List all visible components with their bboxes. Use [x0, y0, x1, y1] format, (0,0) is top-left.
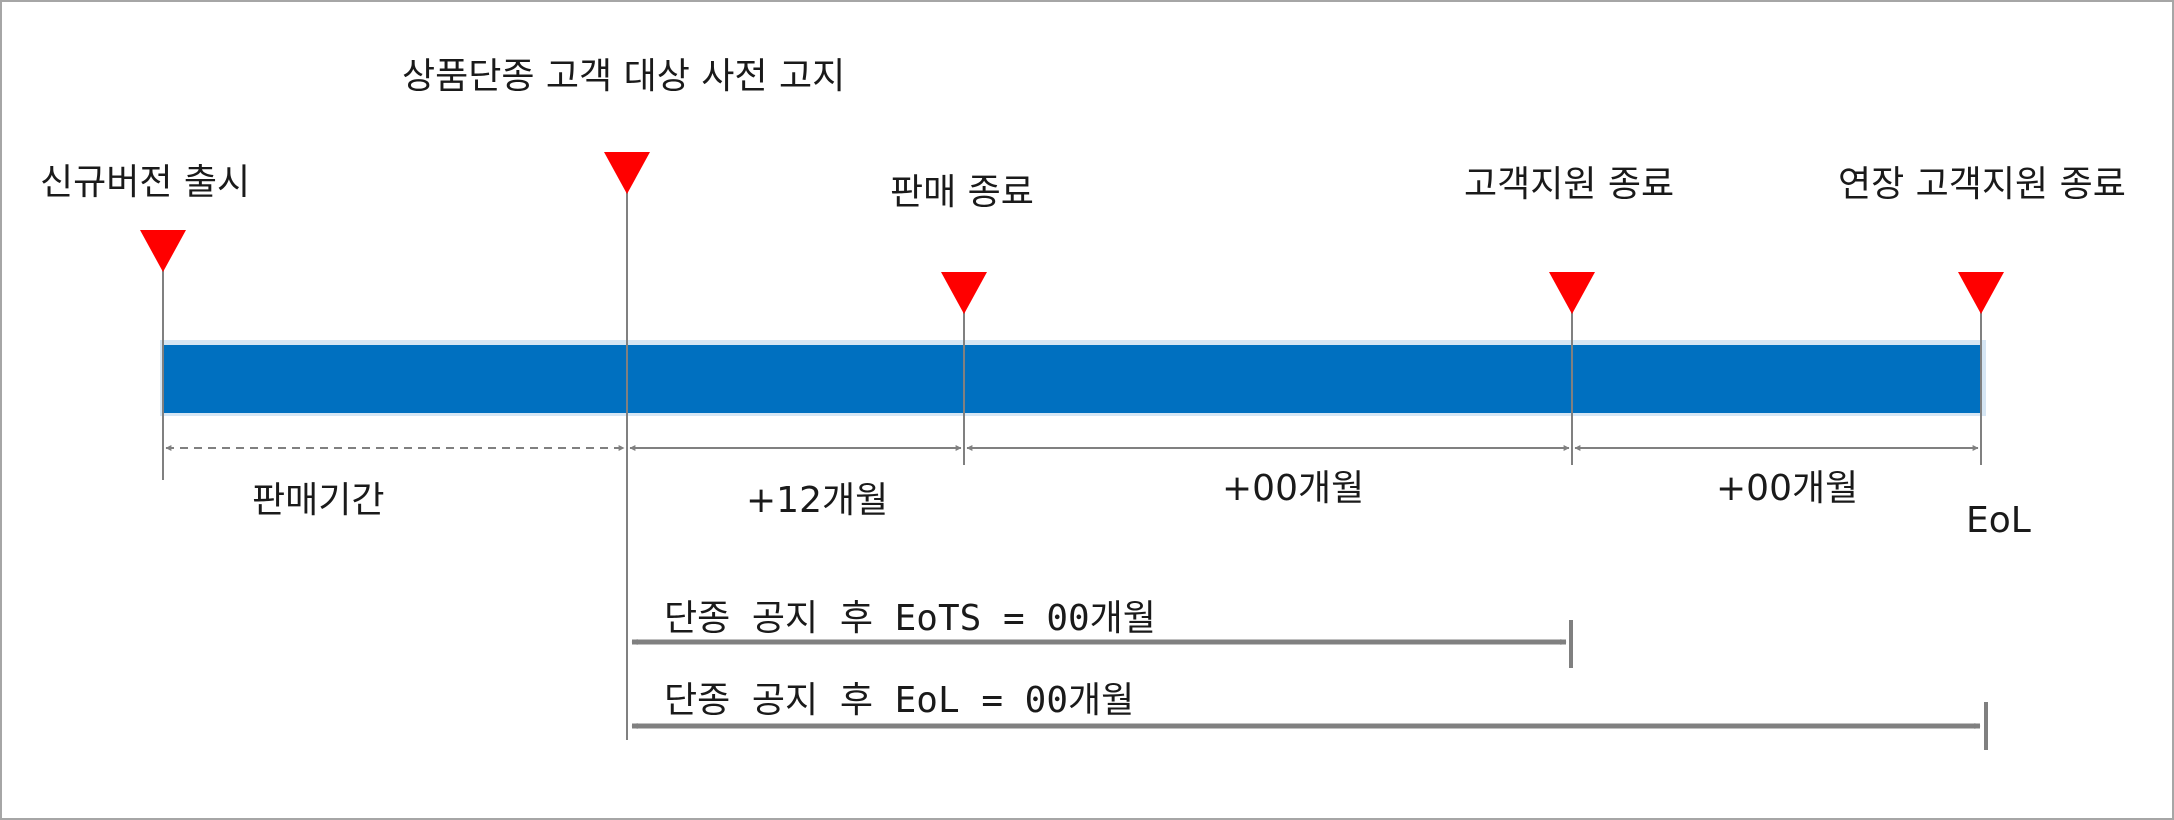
interval-label-plus-00-a: +00개월 — [1222, 468, 1364, 509]
eol-label: EoL — [1966, 500, 2031, 541]
milestone-marker-end-of-support — [1549, 272, 1595, 314]
milestone-marker-discontinue-notice — [604, 152, 650, 194]
interval-label-sales-period: 판매기간 — [252, 480, 384, 521]
interval-label-plus-12: +12개월 — [746, 480, 888, 521]
milestone-label-new-release: 신규버전 출시 — [40, 162, 250, 203]
milestone-label-extended-support-end: 연장 고객지원 종료 — [1838, 164, 2126, 205]
milestone-marker-extended-support-end — [1958, 272, 2004, 314]
span-label-eots: 단종 공지 후 EoTS = 00개월 — [664, 598, 1156, 639]
milestone-label-end-of-support: 고객지원 종료 — [1464, 164, 1674, 205]
milestone-marker-end-of-sale — [941, 272, 987, 314]
lifecycle-bar — [164, 345, 1980, 413]
milestone-label-end-of-sale: 판매 종료 — [890, 172, 1034, 213]
milestone-marker-new-release — [140, 230, 186, 272]
span-label-eol: 단종 공지 후 EoL = 00개월 — [664, 680, 1134, 721]
milestone-label-discontinue-notice: 상품단종 고객 대상 사전 고지 — [402, 56, 845, 97]
interval-label-plus-00-b: +00개월 — [1716, 468, 1858, 509]
